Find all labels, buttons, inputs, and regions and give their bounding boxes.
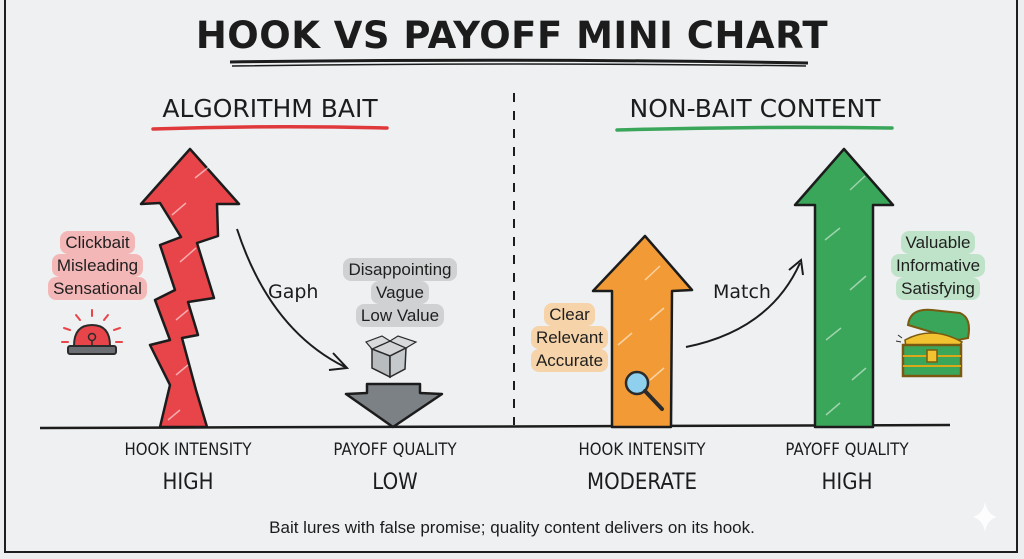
treasure-chest-icon: [895, 308, 970, 378]
hook-arrow-moderate: [591, 234, 694, 429]
match-connector-arrow: [685, 262, 801, 348]
siren-icon: [61, 309, 123, 355]
right-payoff-tags: Valuable Informative Satisfying: [878, 231, 998, 300]
left-payoff-tags: Disappointing Vague Low Value: [325, 258, 475, 327]
payoff-arrow-high: [793, 147, 895, 429]
tag-low-value: Low Value: [355, 304, 445, 327]
left-payoff-axis-label: PAYOFF QUALITY LOW: [305, 440, 485, 495]
right-payoff-label: PAYOFF QUALITY: [785, 440, 909, 460]
sparkle-icon: [973, 502, 997, 532]
left-hook-tags: Clickbait Misleading Sensational: [30, 231, 165, 300]
payoff-arrow-low: [344, 382, 444, 429]
tag-informative: Informative: [890, 254, 986, 277]
tag-relevant: Relevant: [530, 326, 609, 349]
tag-satisfying: Satisfying: [896, 277, 980, 300]
left-hook-value: HIGH: [162, 470, 214, 495]
right-heading-underline: [615, 125, 894, 132]
gap-connector-arrow: [236, 228, 346, 368]
left-section-heading: ALGORITHM BAIT: [162, 94, 378, 123]
left-payoff-value: LOW: [372, 470, 418, 495]
gap-label: Gaph: [268, 281, 319, 303]
tag-accurate: Accurate: [530, 349, 609, 372]
left-payoff-label: PAYOFF QUALITY: [333, 440, 457, 460]
left-hook-axis-label: HOOK INTENSITY HIGH: [98, 440, 278, 495]
hook-arrow-high: [139, 147, 241, 429]
left-heading-underline: [151, 124, 389, 131]
tag-disappointing: Disappointing: [343, 258, 457, 281]
caption: Bait lures with false promise; quality c…: [269, 518, 755, 537]
right-hook-tags: Clear Relevant Accurate: [522, 303, 617, 372]
right-payoff-axis-label: PAYOFF QUALITY HIGH: [757, 440, 937, 495]
tag-sensational: Sensational: [48, 277, 147, 300]
tag-misleading: Misleading: [51, 254, 144, 277]
match-label: Match: [713, 281, 771, 303]
title-underline: [229, 58, 809, 65]
tag-clear: Clear: [544, 303, 595, 326]
tag-clickbait: Clickbait: [60, 231, 135, 254]
empty-box-icon: [364, 335, 418, 379]
tag-valuable: Valuable: [900, 231, 976, 254]
tag-vague: Vague: [371, 281, 429, 304]
magnifier-icon: [624, 370, 664, 411]
right-hook-label: HOOK INTENSITY: [578, 440, 706, 460]
match-arrowhead-icon: [788, 258, 804, 276]
right-section-heading: NON-BAIT CONTENT: [629, 94, 881, 123]
gap-arrowhead-icon: [328, 352, 350, 371]
page-title: HOOK VS PAYOFF MINI CHART: [195, 14, 829, 57]
right-hook-value: MODERATE: [587, 470, 697, 495]
left-hook-label: HOOK INTENSITY: [124, 440, 252, 460]
right-payoff-value: HIGH: [821, 470, 873, 495]
right-hook-axis-label: HOOK INTENSITY MODERATE: [552, 440, 732, 495]
